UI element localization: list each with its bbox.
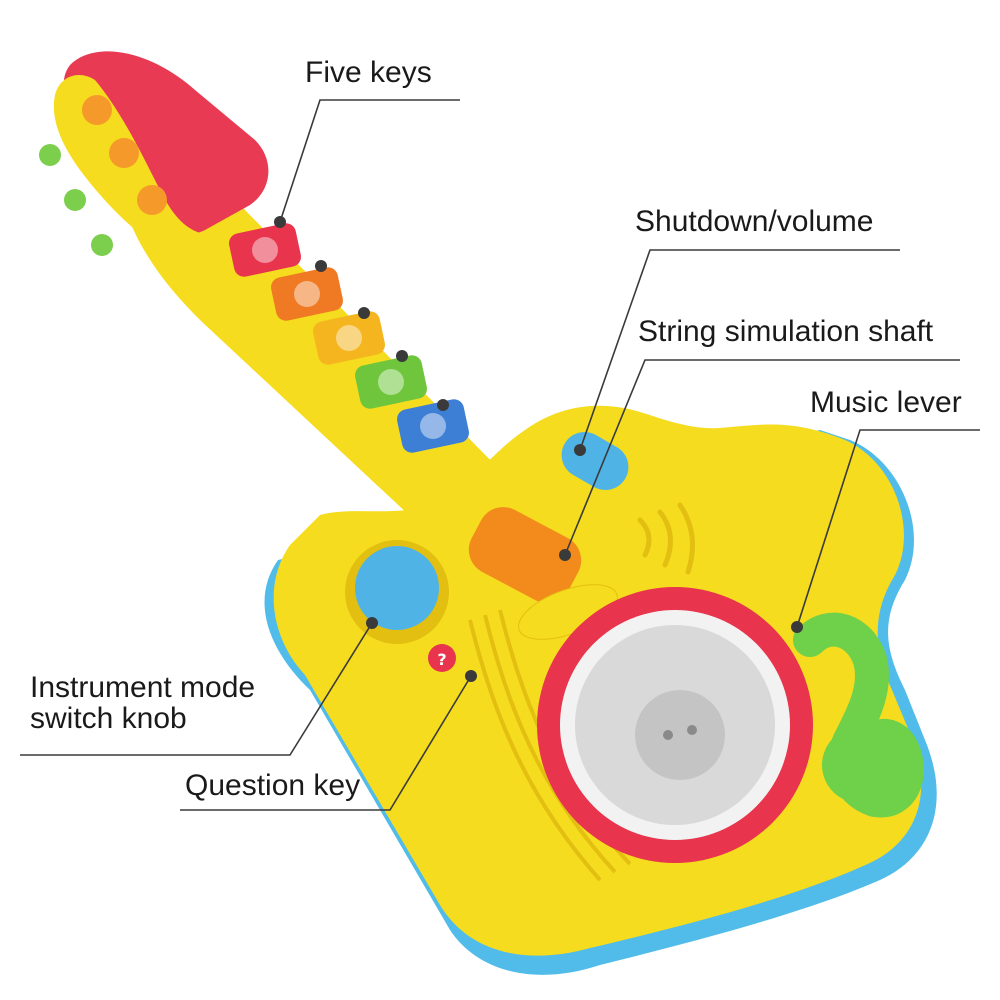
callout-line: switch knob: [30, 702, 187, 735]
callout-question-key: Question key: [185, 769, 361, 802]
callout-music-lever: Music lever: [810, 386, 962, 419]
key-button: [355, 355, 427, 409]
guitar-head: [64, 51, 269, 234]
string-simulation-shaft: [468, 507, 618, 640]
svg-text:?: ?: [437, 650, 446, 669]
callout-instrument-mode-knob: Instrument mode switch knob: [30, 672, 255, 734]
head-button: [109, 138, 139, 168]
key-character-face: [336, 325, 362, 351]
callout-shutdown-volume: Shutdown/volume: [635, 205, 874, 238]
key-button: [229, 223, 301, 277]
key-button: [397, 399, 469, 453]
music-lever: [793, 612, 924, 818]
head-button: [82, 95, 112, 125]
callout-line: Instrument mode: [30, 671, 256, 704]
key-character-face: [294, 281, 320, 307]
tuning-peg: [39, 144, 61, 166]
tuning-peg: [64, 189, 86, 211]
question-key: ?: [428, 644, 456, 672]
key-character-face: [378, 369, 404, 395]
five-keys: [229, 223, 469, 453]
speaker-grille: [637, 502, 695, 575]
callout-anchor-dots: [274, 216, 803, 682]
head-button: [137, 185, 167, 215]
key-button: [271, 267, 343, 321]
callout-string-simulation-shaft: String simulation shaft: [638, 315, 934, 348]
key-character-face: [252, 237, 278, 263]
callout-five-keys: Five keys: [305, 56, 432, 89]
key-button: [313, 311, 385, 365]
drum-pad: [537, 587, 813, 863]
tuning-peg: [91, 234, 113, 256]
callout-leader-lines: [20, 99, 980, 811]
instrument-mode-knob: [345, 540, 449, 644]
key-character-face: [420, 413, 446, 439]
